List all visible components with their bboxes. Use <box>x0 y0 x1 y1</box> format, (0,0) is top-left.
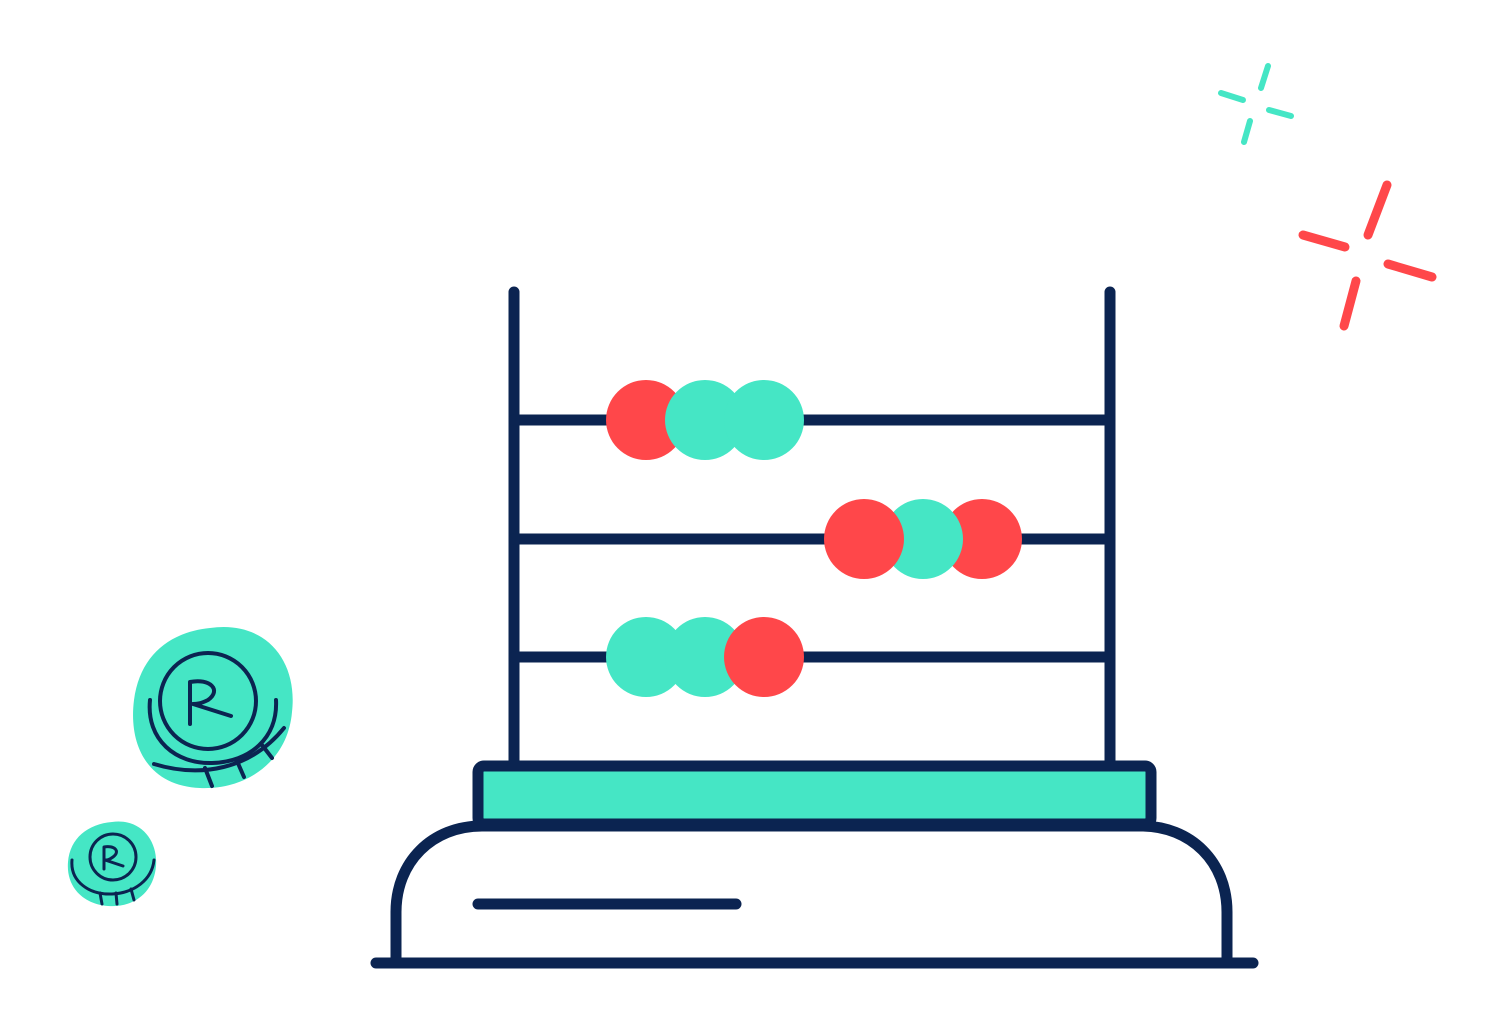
rod-3-beads <box>606 617 804 697</box>
abacus-platform <box>472 760 1157 830</box>
bead <box>606 617 686 697</box>
mint-sparkle-icon <box>1218 63 1294 145</box>
rod-2-beads <box>824 499 1022 579</box>
bead <box>883 499 963 579</box>
bead <box>665 380 745 460</box>
bead <box>824 499 904 579</box>
bead <box>724 380 804 460</box>
bead <box>606 380 686 460</box>
large-coin-icon <box>133 626 293 789</box>
abacus-frame <box>508 286 1116 774</box>
bead <box>942 499 1022 579</box>
abacus-base <box>390 820 1233 963</box>
coral-sparkle-icon <box>1298 180 1437 331</box>
rod-1-beads <box>606 380 804 460</box>
bead <box>724 617 804 697</box>
small-coin-icon <box>67 821 157 907</box>
bead <box>665 617 745 697</box>
